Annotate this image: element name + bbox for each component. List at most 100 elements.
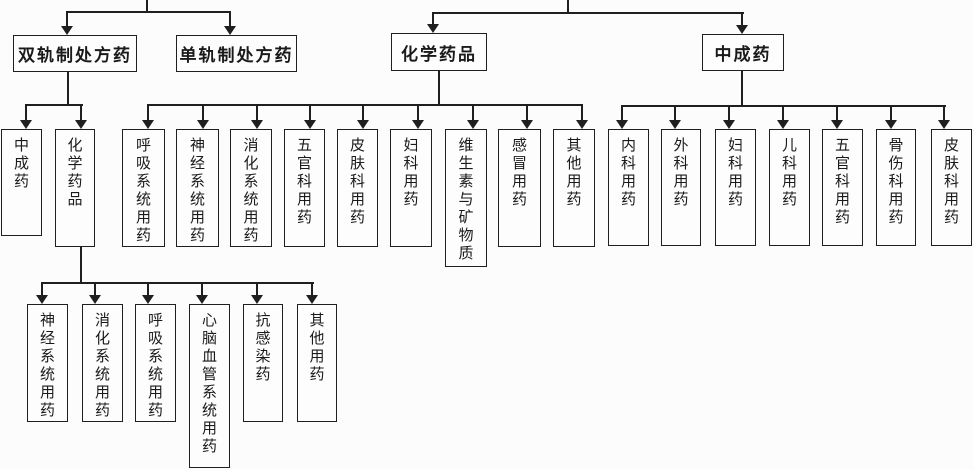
connector-line bbox=[202, 104, 204, 120]
node-digestive-system-sub: 消 化 系 统 用 药 bbox=[82, 304, 123, 422]
connector-line bbox=[147, 282, 149, 295]
node-label: 骨 伤 科 用 药 bbox=[888, 138, 904, 226]
connector-line bbox=[25, 104, 83, 106]
node-label: 化学药品 bbox=[401, 44, 477, 64]
node-dermatology-tcm: 皮 肤 科 用 药 bbox=[931, 129, 972, 246]
node-label: 中 成 药 bbox=[13, 138, 29, 190]
connector-line bbox=[782, 105, 784, 120]
node-chemical-under-dual-track: 化 学 药 品 bbox=[55, 129, 95, 247]
node-label: 神 经 系 统 用 药 bbox=[39, 313, 55, 419]
node-label: 感 冒 用 药 bbox=[511, 138, 527, 208]
connector-line bbox=[417, 104, 419, 120]
arrow-down-icon bbox=[142, 295, 154, 304]
node-ent-tcm: 五 官 科 用 药 bbox=[822, 129, 863, 246]
arrow-down-icon bbox=[142, 120, 154, 129]
node-pediatric-drugs: 儿 科 用 药 bbox=[769, 129, 810, 246]
node-other-drugs: 其 他 用 药 bbox=[553, 129, 595, 247]
arrow-down-icon bbox=[723, 120, 735, 129]
arrow-down-icon bbox=[777, 120, 789, 129]
arrow-down-icon bbox=[304, 120, 316, 129]
node-internal-medicine: 内 科 用 药 bbox=[608, 129, 649, 246]
node-anti-infective-sub: 抗 感 染 药 bbox=[243, 304, 283, 422]
node-label: 儿 科 用 药 bbox=[781, 138, 797, 208]
node-cardio-cerebrovascular-sub: 心 脑 血 管 系 统 用 药 bbox=[189, 304, 230, 468]
connector-line bbox=[201, 282, 203, 295]
node-label: 维 生 素 与 矿 物 质 bbox=[458, 138, 474, 262]
node-label: 皮 肤 科 用 药 bbox=[349, 138, 365, 226]
connector-line bbox=[432, 12, 744, 14]
node-orthopedic-drugs: 骨 伤 科 用 药 bbox=[876, 129, 916, 246]
node-ent-drugs: 五 官 科 用 药 bbox=[284, 129, 325, 247]
arrow-down-icon bbox=[885, 120, 897, 129]
node-label: 化 学 药 品 bbox=[67, 138, 83, 208]
node-respiratory-system: 呼 吸 系 统 用 药 bbox=[122, 129, 165, 247]
arrow-down-icon bbox=[736, 25, 748, 34]
node-label: 其 他 用 药 bbox=[566, 138, 582, 208]
arrow-down-icon bbox=[427, 24, 439, 33]
connector-line bbox=[25, 104, 27, 120]
connector-line bbox=[362, 104, 364, 120]
connector-line bbox=[472, 104, 474, 120]
arrow-down-icon bbox=[224, 26, 236, 35]
node-cold-medicine: 感 冒 用 药 bbox=[498, 129, 541, 247]
node-digestive-system: 消 化 系 统 用 药 bbox=[230, 129, 272, 247]
node-surgical-drugs: 外 科 用 药 bbox=[661, 129, 701, 246]
connector-line bbox=[741, 70, 743, 107]
arrow-down-icon bbox=[306, 295, 318, 304]
connector-line bbox=[581, 104, 583, 120]
node-label: 消 化 系 统 用 药 bbox=[243, 138, 259, 244]
node-label: 五 官 科 用 药 bbox=[296, 138, 312, 226]
arrow-down-icon bbox=[89, 295, 101, 304]
connector-line bbox=[621, 105, 623, 120]
arrow-down-icon bbox=[938, 120, 950, 129]
node-label: 双轨制处方药 bbox=[18, 46, 132, 65]
arrow-down-icon bbox=[20, 120, 32, 129]
node-nervous-system-sub: 神 经 系 统 用 药 bbox=[27, 304, 68, 422]
node-label: 神 经 系 统 用 药 bbox=[189, 138, 205, 244]
connector-line bbox=[41, 282, 43, 295]
connector-line bbox=[674, 105, 676, 120]
connector-line bbox=[567, 0, 569, 14]
connector-line bbox=[80, 104, 82, 120]
arrow-down-icon bbox=[197, 120, 209, 129]
node-label: 呼 吸 系 统 用 药 bbox=[147, 313, 163, 419]
connector-line bbox=[66, 11, 68, 26]
node-dual-track-prescription: 双轨制处方药 bbox=[13, 35, 137, 72]
connector-line bbox=[943, 105, 945, 120]
node-label: 五 官 科 用 药 bbox=[834, 138, 850, 226]
node-vitamins-minerals: 维 生 素 与 矿 物 质 bbox=[445, 129, 487, 267]
node-label: 其 他 用 药 bbox=[309, 313, 325, 383]
arrow-down-icon bbox=[196, 295, 208, 304]
node-chemical-drugs: 化学药品 bbox=[391, 33, 487, 71]
node-label: 内 科 用 药 bbox=[620, 138, 636, 208]
node-label: 皮 肤 科 用 药 bbox=[943, 138, 959, 226]
node-single-track-prescription: 单轨制处方药 bbox=[176, 35, 297, 72]
arrow-down-icon bbox=[61, 26, 73, 35]
arrow-down-icon bbox=[357, 120, 369, 129]
connector-line bbox=[256, 104, 258, 120]
node-other-drugs-sub: 其 他 用 药 bbox=[297, 304, 337, 422]
arrow-down-icon bbox=[576, 120, 588, 129]
node-label: 呼 吸 系 统 用 药 bbox=[135, 138, 151, 244]
connector-line bbox=[94, 282, 96, 295]
arrow-down-icon bbox=[669, 120, 681, 129]
node-label: 妇 科 用 药 bbox=[403, 138, 419, 208]
node-label: 抗 感 染 药 bbox=[255, 313, 271, 383]
node-label: 中成药 bbox=[714, 45, 772, 64]
arrow-down-icon bbox=[831, 120, 843, 129]
node-label: 消 化 系 统 用 药 bbox=[94, 313, 110, 419]
arrow-down-icon bbox=[412, 120, 424, 129]
arrow-down-icon bbox=[251, 295, 263, 304]
connector-line bbox=[146, 0, 148, 13]
connector-line bbox=[836, 105, 838, 120]
node-cpm-under-dual-track: 中 成 药 bbox=[1, 129, 42, 236]
connector-line bbox=[309, 104, 311, 120]
node-respiratory-system-sub: 呼 吸 系 统 用 药 bbox=[135, 304, 176, 422]
node-gynecology-drugs: 妇 科 用 药 bbox=[390, 129, 432, 247]
connector-line bbox=[80, 247, 82, 284]
arrow-down-icon bbox=[467, 120, 479, 129]
connector-line bbox=[741, 12, 743, 25]
connector-line bbox=[432, 12, 434, 24]
connector-line bbox=[728, 105, 730, 120]
